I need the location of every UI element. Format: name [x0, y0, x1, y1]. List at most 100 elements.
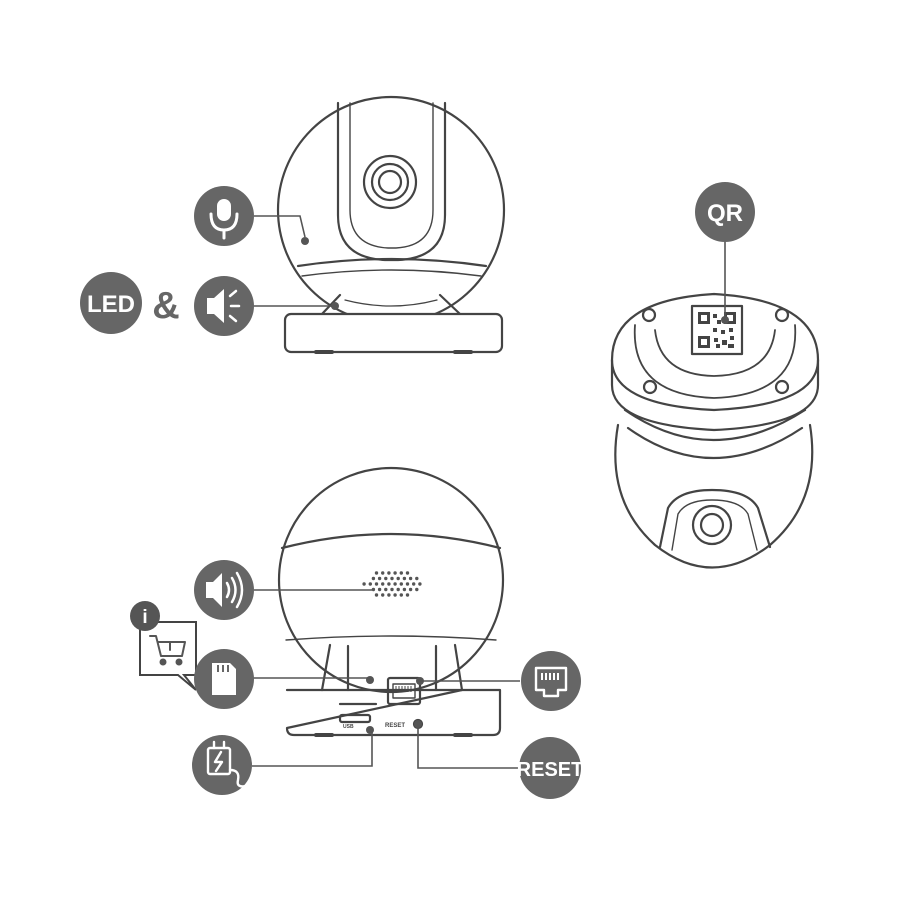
- info-cart-callout: i: [130, 601, 197, 691]
- back-base: [285, 688, 502, 737]
- bottom-lens-window: [658, 488, 772, 549]
- speaker-grille-dot: [368, 582, 372, 586]
- camera-front-view: [276, 95, 506, 354]
- speaker-grille-dot: [381, 571, 385, 575]
- speaker-grille-dot: [412, 582, 416, 586]
- speaker-grille-dot: [393, 571, 397, 575]
- bottom-base-channel: [633, 324, 797, 399]
- screw-hole-1: [641, 307, 657, 323]
- front-neck-shade: [344, 299, 438, 307]
- speaker-grille-dot: [374, 582, 379, 586]
- speaker-grille-dot: [362, 582, 366, 586]
- ethernet-port-inner: [392, 683, 416, 699]
- speaker-grille-dot: [402, 587, 407, 592]
- bottom-base-rim: [610, 358, 820, 432]
- speaker-grille-dot: [405, 593, 410, 597]
- info-icon: [130, 601, 160, 631]
- bottom-sphere: [614, 423, 814, 569]
- shopping-cart-icon: [149, 635, 186, 666]
- qr-label: QR: [707, 200, 743, 227]
- speaker-grille-dot: [381, 593, 385, 597]
- speaker-grille-dot: [405, 571, 410, 575]
- led-label: LED: [87, 291, 135, 318]
- speaker-grille-dot: [399, 582, 403, 586]
- reset-port-label: RESET: [385, 723, 405, 729]
- bottom-lens-inner: [699, 512, 725, 538]
- speaker-grille-dot: [387, 582, 391, 586]
- speaker-grille-dot: [374, 593, 379, 597]
- speaker-grille-dot: [408, 587, 413, 592]
- power-adapter-icon: [206, 740, 248, 788]
- qr-badge: QR: [695, 182, 755, 242]
- front-band: [296, 257, 488, 268]
- speaker-volume-icon: [206, 571, 244, 609]
- microphone-badge: [194, 186, 254, 246]
- speaker-grille-dot: [377, 576, 382, 581]
- ethernet-badge: [521, 651, 581, 711]
- front-lens-outer: [362, 154, 418, 210]
- ethernet-pins: [395, 686, 412, 692]
- back-band-lower: [285, 635, 497, 641]
- usb-port-label: USB: [343, 724, 354, 730]
- reset-dot: [414, 720, 422, 728]
- power-badge: [192, 735, 252, 795]
- speaker-grille-dot: [390, 587, 394, 592]
- speaker-indicator-badge: [194, 276, 254, 336]
- screw-hole-4: [774, 379, 790, 395]
- screw-hole-2: [774, 307, 790, 323]
- speaker-grille-dot: [415, 587, 419, 592]
- front-lens-inner: [377, 169, 403, 195]
- speaker-grille-dot: [396, 576, 400, 581]
- bottom-lens-outer: [691, 504, 733, 546]
- back-neck-panel: [346, 644, 438, 692]
- speaker-grille-dot: [387, 571, 391, 575]
- front-lens-mid: [370, 162, 410, 202]
- bottom-base-channel-inner: [654, 329, 776, 377]
- front-sphere: [276, 95, 506, 325]
- ampersand-label: &: [152, 285, 179, 327]
- front-base: [283, 312, 504, 354]
- speaker-grille-dot: [399, 593, 403, 597]
- ethernet-port: [386, 676, 422, 706]
- speaker-indicator-icon: [207, 289, 241, 323]
- speaker-grille-dot: [415, 576, 419, 581]
- front-leader-lines: [250, 215, 331, 307]
- speaker-grille-dot: [371, 576, 376, 581]
- led-badge: LED: [80, 272, 142, 334]
- microphone-icon: [209, 199, 239, 240]
- speaker-grille-dot: [377, 587, 382, 592]
- bottom-collar-lower: [626, 426, 804, 459]
- qr-code-pattern: [698, 312, 736, 348]
- back-leader-lines: [252, 589, 520, 769]
- speaker-grille-dot: [381, 582, 385, 586]
- speaker-grille-dot: [405, 582, 410, 586]
- led-dot: [331, 302, 339, 310]
- qr-dot: [721, 316, 729, 324]
- back-neck: [320, 643, 464, 692]
- speaker-grille-dot: [399, 571, 403, 575]
- reset-label: RESET: [517, 759, 584, 781]
- speaker-grille-dot: [390, 576, 394, 581]
- front-band-lower: [301, 269, 482, 277]
- speaker-grille: [362, 571, 422, 597]
- speaker-grille-dot: [393, 593, 397, 597]
- speaker-grille-dot: [374, 571, 379, 575]
- camera-bottom-view: [610, 292, 820, 569]
- speaker-grille-dot: [384, 587, 388, 592]
- back-band: [280, 532, 502, 550]
- usb-port: [338, 713, 372, 724]
- speaker-badge: [194, 560, 254, 620]
- ethernet-port-icon: [534, 666, 568, 698]
- back-sphere: [277, 466, 505, 694]
- speaker-grille-dot: [418, 582, 422, 586]
- info-label: i: [142, 607, 147, 628]
- speaker-grille-dot: [371, 587, 376, 592]
- front-neck: [320, 293, 462, 316]
- reset-badge: RESET: [517, 737, 584, 799]
- bottom-lens-window-inner: [671, 499, 758, 551]
- mic-hole-dot: [301, 237, 309, 245]
- speaker-grille-dot: [387, 593, 391, 597]
- speaker-grille-dot: [396, 587, 400, 592]
- screw-hole-3: [642, 379, 658, 395]
